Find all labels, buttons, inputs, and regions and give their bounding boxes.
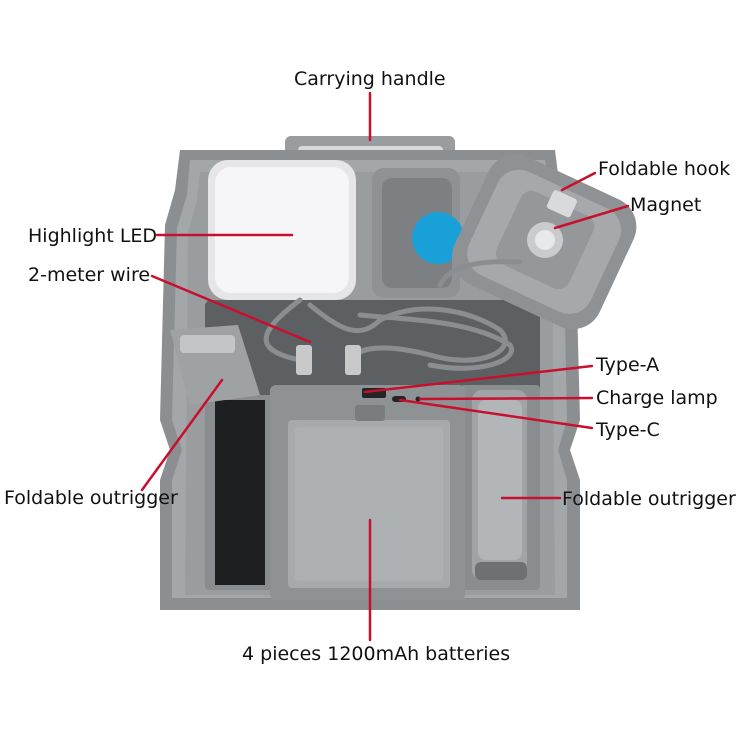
blue-button: [412, 212, 464, 264]
label-foldable-hook: Foldable hook: [598, 158, 731, 180]
right-foldable-outrigger: [472, 390, 527, 580]
leader-lines: [140, 91, 630, 642]
label-magnet: Magnet: [630, 194, 702, 216]
label-charge-lamp: Charge lamp: [596, 387, 718, 409]
wire: [263, 259, 523, 371]
hook-magnet-module: [451, 154, 637, 330]
charge-lamp-indicator: [415, 396, 421, 402]
label-carrying-handle: Carrying handle: [294, 68, 446, 90]
label-highlight-led: Highlight LED: [28, 225, 158, 247]
left-outrigger-cavity: [215, 400, 265, 585]
left-foldable-outrigger: [170, 325, 260, 405]
label-foldable-outrigger-right: Foldable outrigger: [562, 488, 736, 510]
battery-compartment: [270, 385, 465, 600]
label-type-c: Type-C: [596, 419, 660, 441]
label-type-a: Type-A: [596, 354, 660, 376]
label-foldable-outrigger-left: Foldable outrigger: [4, 487, 178, 509]
label-batteries: 4 pieces 1200mAh batteries: [242, 643, 511, 665]
label-two-meter-wire: 2-meter wire: [28, 264, 151, 286]
